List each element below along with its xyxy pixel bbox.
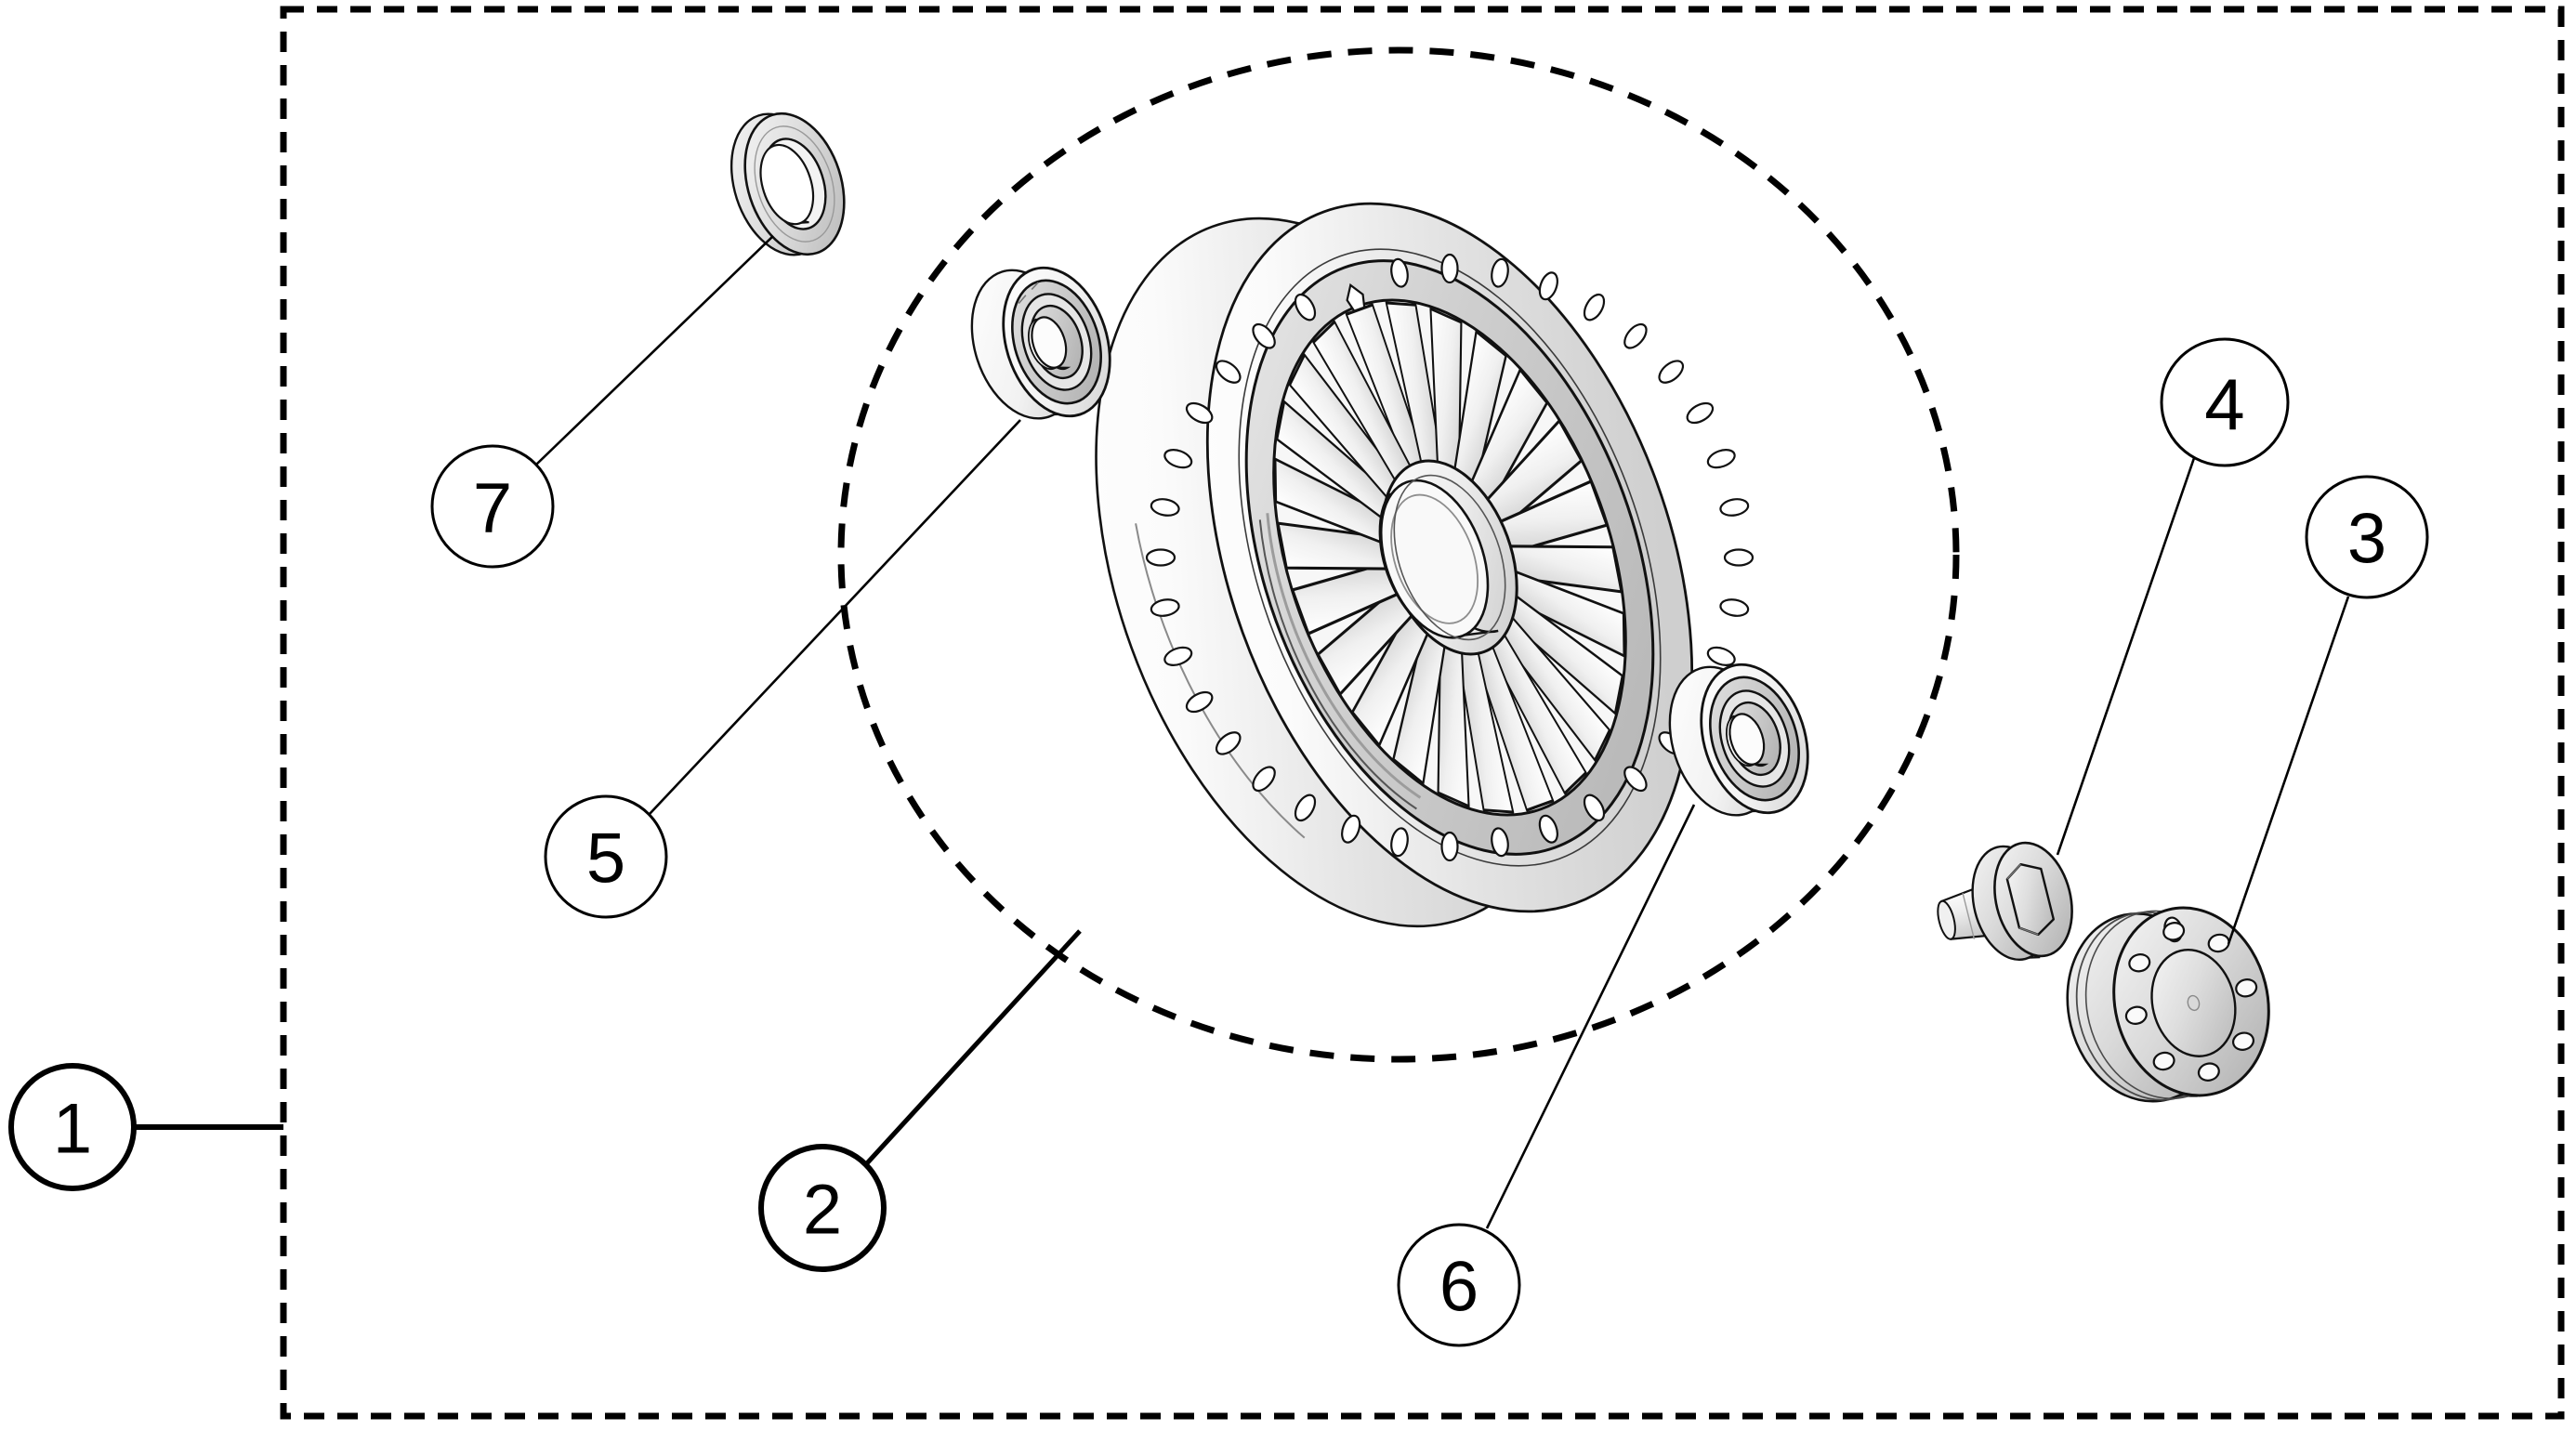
callout-balloon-6[interactable]: 6 [1397,1223,1521,1347]
balloon-label-1: 1 [53,1090,92,1169]
callout-balloon-7[interactable]: 7 [430,444,555,569]
leader-lines [134,235,2350,1229]
washer-spacer [729,112,846,256]
balloon-label-4: 4 [2204,363,2244,445]
callout-balloon-2[interactable]: 2 [758,1144,887,1272]
wheel-group-highlight [837,46,1960,1063]
callout-balloon-4[interactable]: 4 [2160,337,2290,467]
flange-bolt-holes [2124,916,2258,1082]
wheel-with-tire [1095,202,1755,928]
callout-balloon-5[interactable]: 5 [544,794,668,919]
wheel-spokes [1274,301,1625,814]
rim-lightening-holes [1145,253,1755,862]
callout-balloon-1[interactable]: 1 [8,1063,137,1191]
balloon-label-2: 2 [803,1171,842,1250]
bearing-lower [1668,663,1809,817]
balloon-label-6: 6 [1439,1248,1479,1327]
leader-line-3 [2227,596,2350,945]
balloon-label-5: 5 [586,820,625,899]
leader-line-7 [535,235,774,466]
balloon-label-3: 3 [2347,500,2386,579]
bearing-upper [970,266,1111,420]
leader-line-5 [649,419,1021,815]
flange-bolt [1937,841,2073,961]
callout-balloon-3[interactable]: 3 [2305,475,2429,599]
leader-line-6 [1485,804,1696,1229]
wheel-hub [1378,459,1518,656]
leader-line-4 [2056,457,2196,856]
hub-flange [2066,906,2270,1103]
assembly-boundary [280,6,2565,1420]
balloon-label-7: 7 [473,469,512,548]
bolt-hex-head [2005,862,2056,937]
leader-line-2 [864,929,1082,1166]
